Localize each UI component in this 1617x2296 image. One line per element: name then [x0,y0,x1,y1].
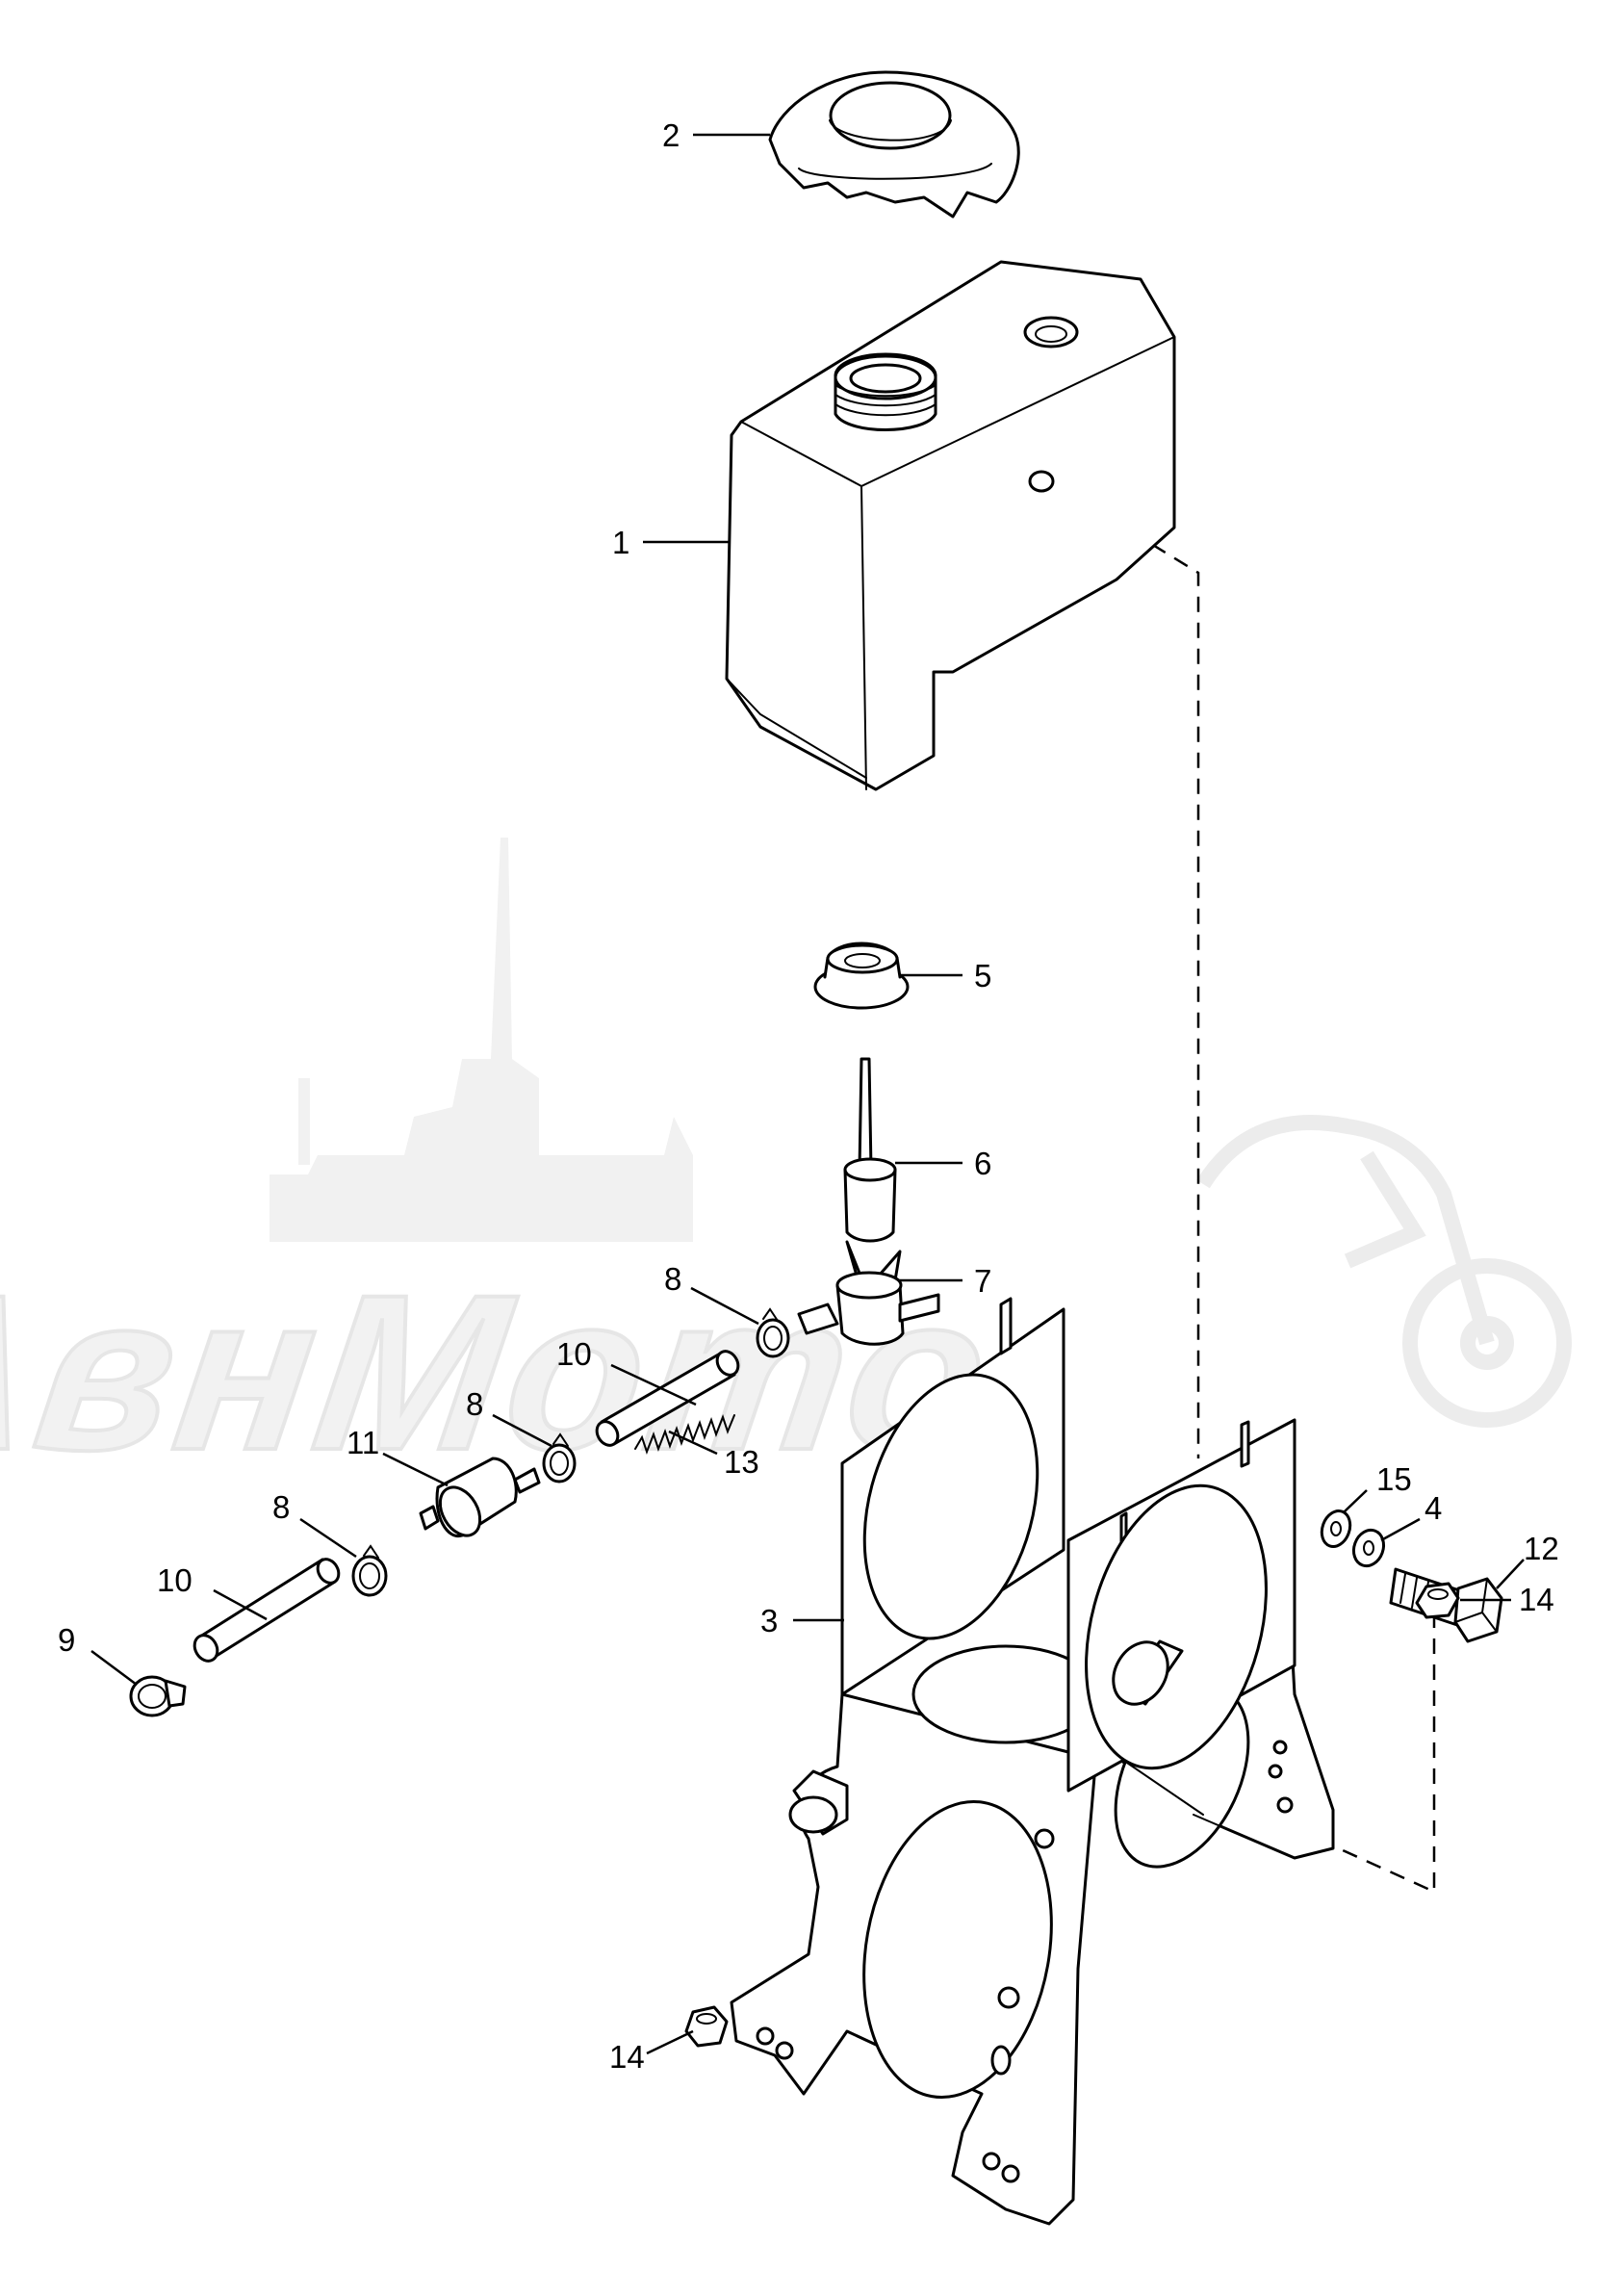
callout-8-upper: 8 [664,1261,681,1297]
callout-11: 11 [346,1425,379,1460]
hex-nut-right [1415,1582,1460,1619]
grommet [813,942,910,1010]
watermark-spire-icon [270,838,693,1242]
hose-spring [634,1414,735,1455]
fuel-hose-upper [595,1350,740,1447]
callout-8-middle: 8 [466,1386,483,1422]
callout-1: 1 [612,525,629,560]
watermark-text: АвнМото [0,1249,1009,1496]
callout-14-left: 14 [609,2039,645,2075]
callout-10-upper: 10 [556,1336,592,1372]
callout-6: 6 [974,1146,991,1181]
callout-5: 5 [974,958,991,993]
callout-14-right: 14 [1519,1582,1554,1617]
callout-labels: 2 1 5 6 7 8 10 8 13 11 8 10 9 3 15 4 12 … [58,117,1559,2075]
hose-clip [129,1675,187,1717]
hose-clamp-upper [756,1307,790,1358]
callout-15: 15 [1376,1461,1412,1497]
hex-nut-left [684,2005,729,2048]
callout-3: 3 [760,1603,778,1638]
fuel-tap [797,1240,940,1346]
fuel-hose-lower [192,1558,341,1663]
hose-clamp-middle [542,1432,577,1483]
fuel-tank [725,260,1176,791]
callout-13: 13 [724,1444,759,1480]
callout-12: 12 [1524,1531,1559,1566]
watermark: АвнМото [0,838,1572,1498]
hose-clamp-lower [351,1544,388,1597]
callout-8-lower: 8 [272,1489,290,1525]
callout-leaders [90,133,1525,2055]
lock-washer [1351,1528,1386,1568]
fuel-cap [768,70,1020,219]
tank-bracket [730,1297,1335,2226]
fuel-pickup [843,1057,897,1243]
callout-9: 9 [58,1622,75,1658]
callout-4: 4 [1424,1490,1442,1526]
watermark-motorcycle-icon [1196,1115,1572,1428]
callout-7: 7 [974,1263,991,1299]
callout-10-lower: 10 [157,1562,192,1598]
fuel-filter [419,1457,541,1538]
washer [1320,1509,1352,1548]
callout-2: 2 [662,117,680,153]
